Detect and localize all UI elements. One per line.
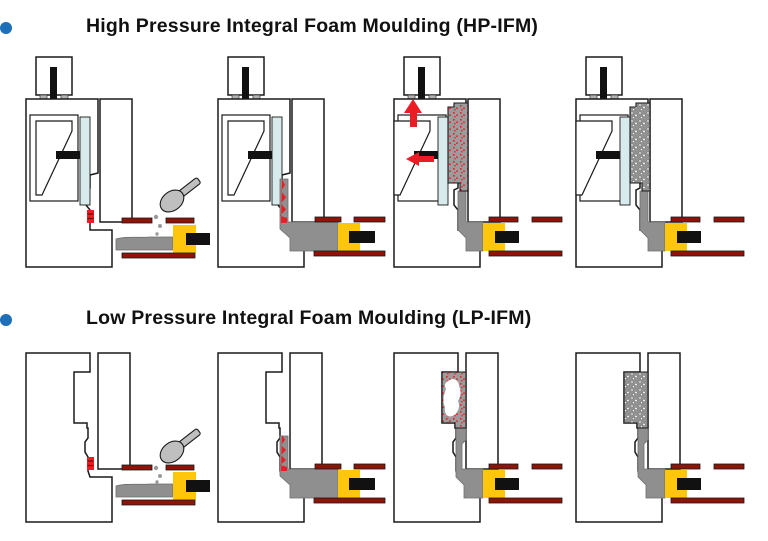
hp-ifm-stage-1-diagram: [25, 56, 211, 268]
melt: [455, 427, 484, 499]
injection-unit: [664, 216, 745, 257]
mold-assembly: [25, 352, 131, 523]
bullet-icon: [0, 22, 12, 34]
hp-ifm-stage-3-diagram: [393, 56, 563, 268]
foaming-melt: [447, 102, 469, 192]
injection-unit: [664, 463, 745, 504]
bullet-icon: [0, 314, 12, 326]
lp-ifm-stage-3-diagram: [393, 352, 563, 523]
hp-ifm-stage-4-diagram: [575, 56, 745, 268]
lp-ifm-stage-2-diagram: [217, 352, 386, 523]
lp-ifm-stage-1-diagram: [25, 352, 211, 523]
sprue-gate-icon: [86, 456, 95, 471]
foam-core-void: [443, 379, 461, 417]
droplet-icon: [153, 465, 162, 484]
sprue-gate-icon: [86, 209, 95, 224]
droplet-icon: [153, 214, 162, 236]
hp-ifm-stage-2-diagram: [217, 56, 386, 268]
page-title-lp: Low Pressure Integral Foam Moulding (LP-…: [86, 307, 532, 329]
lp-ifm-stage-4-diagram: [575, 352, 745, 523]
page-title-hp: High Pressure Integral Foam Moulding (HP…: [86, 15, 539, 37]
solid-foam-part: [629, 102, 651, 192]
solid-foam-part: [623, 371, 649, 429]
melt: [637, 427, 666, 499]
